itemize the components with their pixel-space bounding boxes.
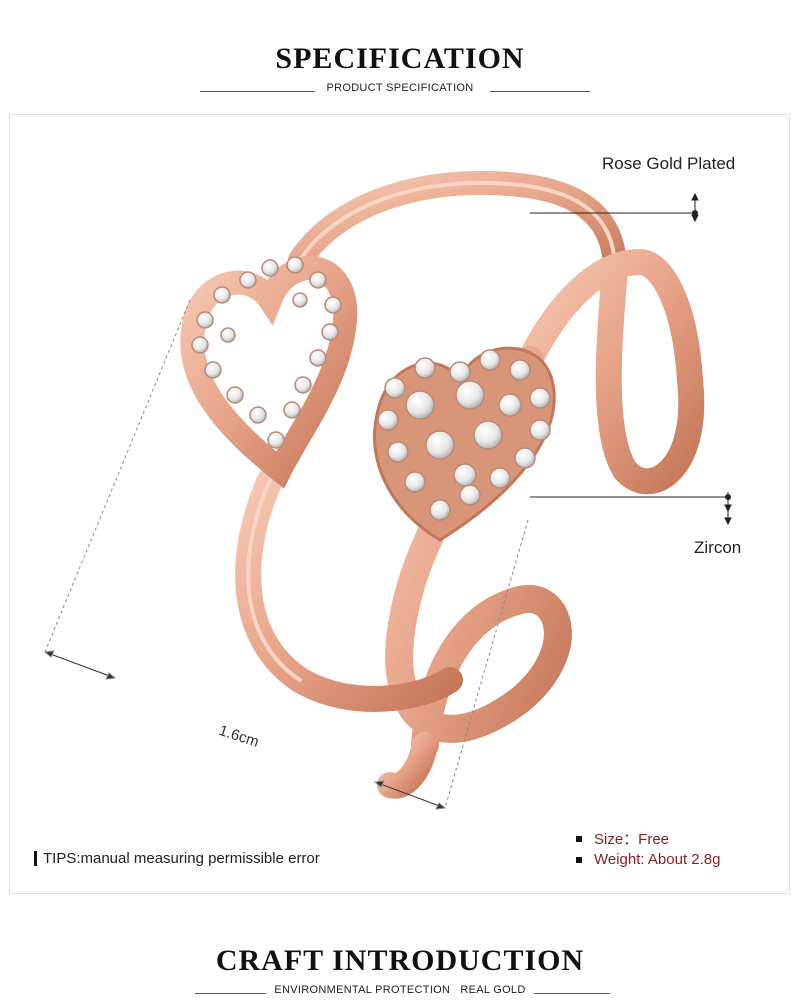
- plating-label: Rose Gold Plated: [602, 154, 736, 173]
- divider-line-right: [490, 91, 590, 92]
- pave-heart-setting: [373, 346, 556, 542]
- callout-lines: [530, 192, 732, 526]
- specification-title: SPECIFICATION: [275, 42, 525, 75]
- square-bullet-icon: [576, 835, 582, 842]
- spec-weight: Weight: About 2.8g: [576, 851, 720, 868]
- tips-note: TIPS:manual measuring permissible error: [34, 850, 320, 867]
- craft-subtitle-row: ENVIRONMENTAL PROTECTION REAL GOLD: [0, 984, 800, 1004]
- square-bullet-icon: [576, 856, 582, 863]
- tips-text: TIPS:manual measuring permissible error: [43, 850, 320, 867]
- specification-subtitle: PRODUCT SPECIFICATION: [318, 82, 482, 94]
- spec-size-text: Size：Free: [594, 831, 670, 848]
- divider-line-left: [200, 91, 315, 92]
- divider-line-right: [530, 993, 610, 994]
- spec-weight-text: Weight: About 2.8g: [594, 851, 721, 868]
- ring-band: [235, 170, 705, 799]
- specification-subtitle-row: PRODUCT SPECIFICATION: [0, 82, 800, 102]
- zircon-label: Zircon: [694, 538, 742, 557]
- craft-title: CRAFT INTRODUCTION: [215, 944, 585, 977]
- tips-bar-icon: [34, 851, 37, 866]
- product-panel: [9, 114, 790, 894]
- craft-subtitle: ENVIRONMENTAL PROTECTION REAL GOLD: [266, 984, 534, 996]
- spec-size: Size：Free: [576, 828, 669, 849]
- craft-header: CRAFT INTRODUCTION: [0, 944, 800, 978]
- heart-outline-setting: [180, 256, 358, 489]
- specification-header: SPECIFICATION: [0, 42, 800, 76]
- dimension-guides: [43, 299, 529, 810]
- divider-line-left: [195, 993, 285, 994]
